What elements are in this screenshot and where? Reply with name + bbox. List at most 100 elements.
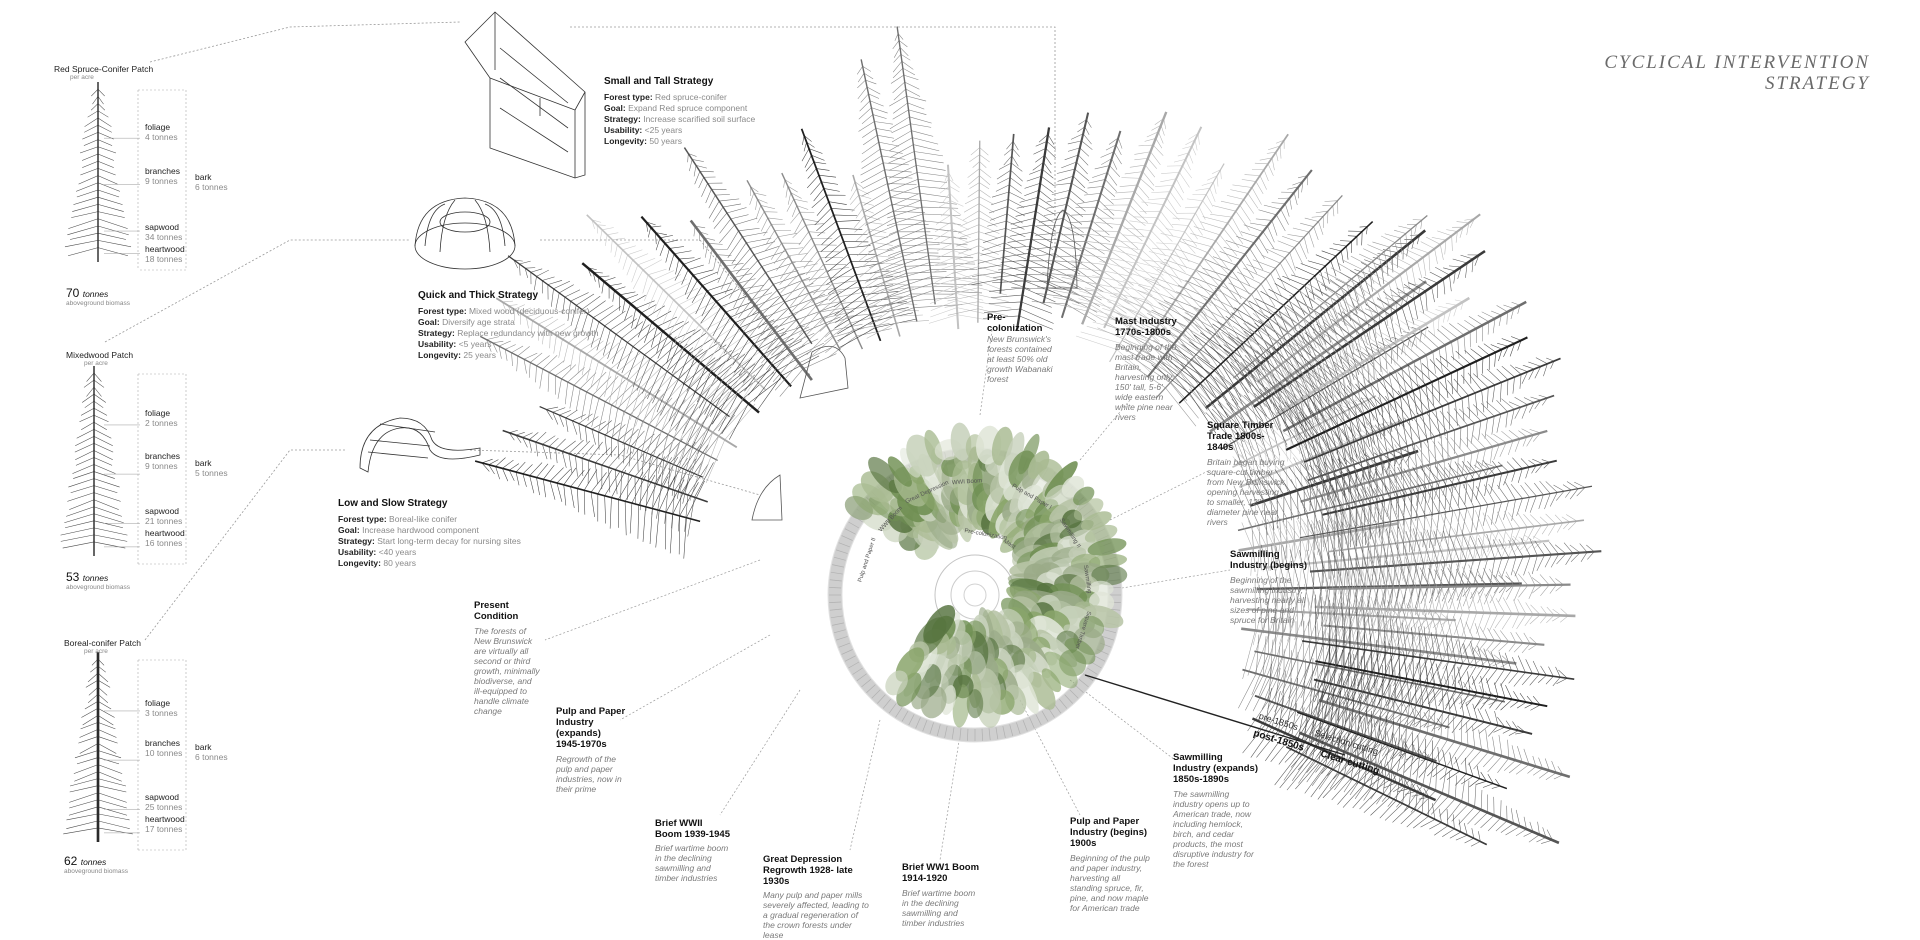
ring-tick [922, 719, 928, 732]
cutting-divider [1084, 674, 1346, 756]
patch-tree-2 [60, 366, 187, 565]
ring-tick [829, 579, 842, 582]
patch-trees [60, 82, 187, 851]
ring-tick [901, 710, 909, 722]
goal-value: Increase hardwood component [362, 525, 479, 535]
patch-tree-sketch [60, 366, 128, 556]
foliage-label: foliage [145, 408, 171, 418]
era-leader-6 [939, 734, 961, 861]
ring-tick [888, 703, 897, 714]
era-desc: The forests of New Brunswick are virtual… [474, 626, 540, 716]
strategy-value: Start long-term decay for nursing sites [377, 536, 521, 546]
patch-2-branches: branches 9 tonnes [145, 451, 180, 471]
sapwood-value: 34 tonnes [145, 232, 183, 242]
patch-3-total: 62 tonnes aboveground biomass [64, 854, 128, 876]
fan-tree-23 [1049, 111, 1168, 332]
era-title: Pulp and Paper Industry (begins) 1900s [1070, 816, 1148, 849]
heartwood-value: 18 tonnes [145, 254, 183, 264]
fan-tree-54 [1293, 428, 1548, 543]
ring-tick [1002, 725, 1006, 738]
ring-tick [833, 556, 846, 561]
era-desc: Beginning of the mast trade with Britain… [1115, 342, 1177, 422]
era-desc: Brief wartime boom in the declining sawm… [902, 888, 976, 928]
ring-label: WWI Boom [952, 478, 983, 486]
patch-per-acre: per acre [84, 648, 108, 655]
era-pulp-paper-expands: Pulp and Paper Industry (expands) 1945-1… [556, 706, 626, 794]
forest-type-label: Forest type: [418, 306, 467, 316]
leader-line-low [469, 449, 761, 496]
fan-tree-22 [1031, 130, 1123, 322]
fan-tree-52 [1294, 357, 1561, 502]
era-title: Brief WWII Boom 1939-1945 [655, 818, 730, 840]
era-desc: Beginning of the pulp and paper industry… [1070, 853, 1150, 913]
ring-tick [832, 564, 845, 568]
ring-tick [871, 689, 881, 699]
era-title: Present Condition [474, 600, 519, 622]
patch-3-heartwood: heartwood 17 tonnes [145, 814, 185, 834]
foliage-value: 2 tonnes [145, 418, 178, 428]
inner-canopy [844, 422, 1128, 728]
strategy-value: Replace redundancy with new growth [457, 328, 599, 338]
ring-tick [959, 728, 962, 741]
fan-tree-65 [1310, 659, 1571, 781]
fan-tree-12 [781, 172, 892, 359]
cutting-divider-line [1084, 674, 1346, 756]
usability-label: Usability: [604, 125, 643, 135]
ring-tick [832, 622, 845, 626]
era-desc: Many pulp and paper mills severely affec… [763, 890, 869, 940]
total-unit: tonnes [82, 289, 109, 299]
canopy-tree [906, 434, 965, 535]
strategy-spire [1046, 209, 1078, 289]
era-mast-industry: Mast Industry 1770s-1800s Beginning of t… [1115, 316, 1181, 422]
ring-tick [1029, 717, 1035, 729]
ring-tick [1022, 719, 1028, 732]
poster-title: CYCLICAL INTERVENTION STRATEGY [1604, 52, 1870, 94]
usability-value: <40 years [378, 547, 417, 557]
heartwood-value: 17 tonnes [145, 824, 183, 834]
branches-label: branches [145, 166, 180, 176]
ring-label: Sawmilling [1082, 565, 1092, 594]
patch-title: Red Spruce-Conifer Patch [54, 64, 154, 74]
patch-per-acre: per acre [84, 360, 108, 367]
heartwood-value: 16 tonnes [145, 538, 183, 548]
total-value: 62 [64, 854, 78, 868]
patch-1-branches: branches 9 tonnes [145, 166, 180, 186]
sapwood-value: 25 tonnes [145, 802, 183, 812]
era-desc: Regrowth of the pulp and paper industrie… [556, 754, 622, 794]
fan-tree-5 [507, 255, 756, 454]
strategy-low-and-slow: Low and Slow Strategy Forest type: Borea… [338, 498, 521, 569]
ring-tick [848, 661, 860, 669]
ring-tick [995, 727, 999, 740]
ring-tick [848, 521, 860, 529]
patch-tree-sketch [63, 652, 133, 842]
fan-tree-63 [1314, 622, 1548, 711]
title-line-1: CYCLICAL INTERVENTION [1604, 52, 1870, 73]
patch-2-bark: bark 5 tonnes [195, 458, 228, 478]
goal-label: Goal: [338, 525, 360, 535]
era-leader-3 [1109, 569, 1231, 591]
branches-value: 9 tonnes [145, 176, 178, 186]
strategy-label: Strategy: [604, 114, 641, 124]
patch-2-heartwood: heartwood 16 tonnes [145, 528, 185, 548]
era-title: Square Timber Trade 1800s-1840s [1207, 420, 1274, 453]
strategy-title: Small and Tall Strategy [604, 76, 714, 87]
branches-label: branches [145, 451, 180, 461]
fan-tree-57 [1327, 506, 1585, 595]
era-desc: Brief wartime boom in the declining sawm… [655, 843, 729, 883]
ring-tick [830, 571, 843, 575]
longevity-label: Longevity: [338, 558, 381, 568]
ring-tick [838, 642, 851, 648]
patch-1-bark: bark 6 tonnes [195, 172, 228, 192]
tree-fan [474, 26, 1602, 847]
foliage-value: 3 tonnes [145, 708, 178, 718]
ring-tick [861, 679, 872, 688]
forest-type-value: Boreal-like conifer [389, 514, 458, 524]
ring-tick [866, 684, 876, 693]
total-caption: aboveground biomass [64, 868, 128, 875]
strategy-models [359, 11, 586, 473]
ring-tick [929, 722, 934, 734]
usability-label: Usability: [338, 547, 377, 557]
bark-value: 6 tonnes [195, 182, 228, 192]
fan-tree-20 [983, 127, 1057, 331]
ring-tick [829, 587, 842, 589]
